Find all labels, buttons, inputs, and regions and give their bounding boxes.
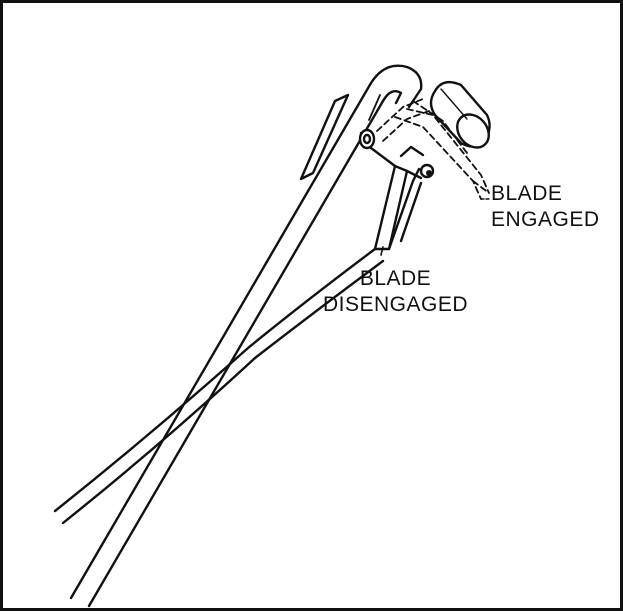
label-blade-engaged: BLADE ENGAGED [491,181,600,233]
label-blade-disengaged-line2: DISENGAGED [323,292,468,318]
label-blade-engaged-line1: BLADE [491,181,600,207]
label-blade-disengaged: BLADE DISENGAGED [323,266,468,318]
handle-grip [301,95,348,179]
mower-handle-illustration [3,3,623,614]
label-blade-disengaged-line1: BLADE [323,266,468,292]
control-knob [431,82,495,154]
label-blade-engaged-line2: ENGAGED [491,207,600,233]
control-rod-disengaged [55,166,407,523]
